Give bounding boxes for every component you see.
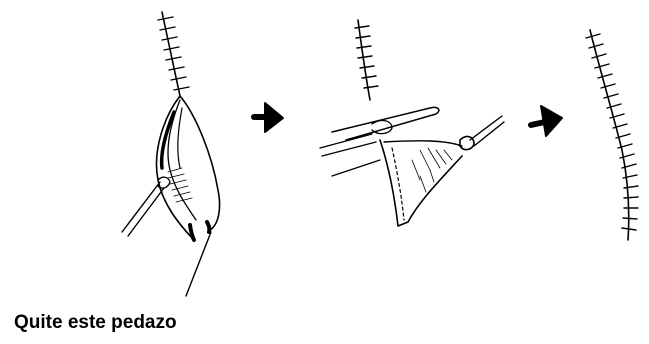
caption-label: Quite este pedazo xyxy=(14,313,177,332)
forceps-trimming-flap-icon xyxy=(320,20,504,226)
right-arrow-icon xyxy=(531,106,562,136)
sutured-wound-with-flap-icon xyxy=(122,12,220,296)
closed-suture-line-icon xyxy=(586,30,638,240)
right-arrow-icon xyxy=(254,103,283,132)
